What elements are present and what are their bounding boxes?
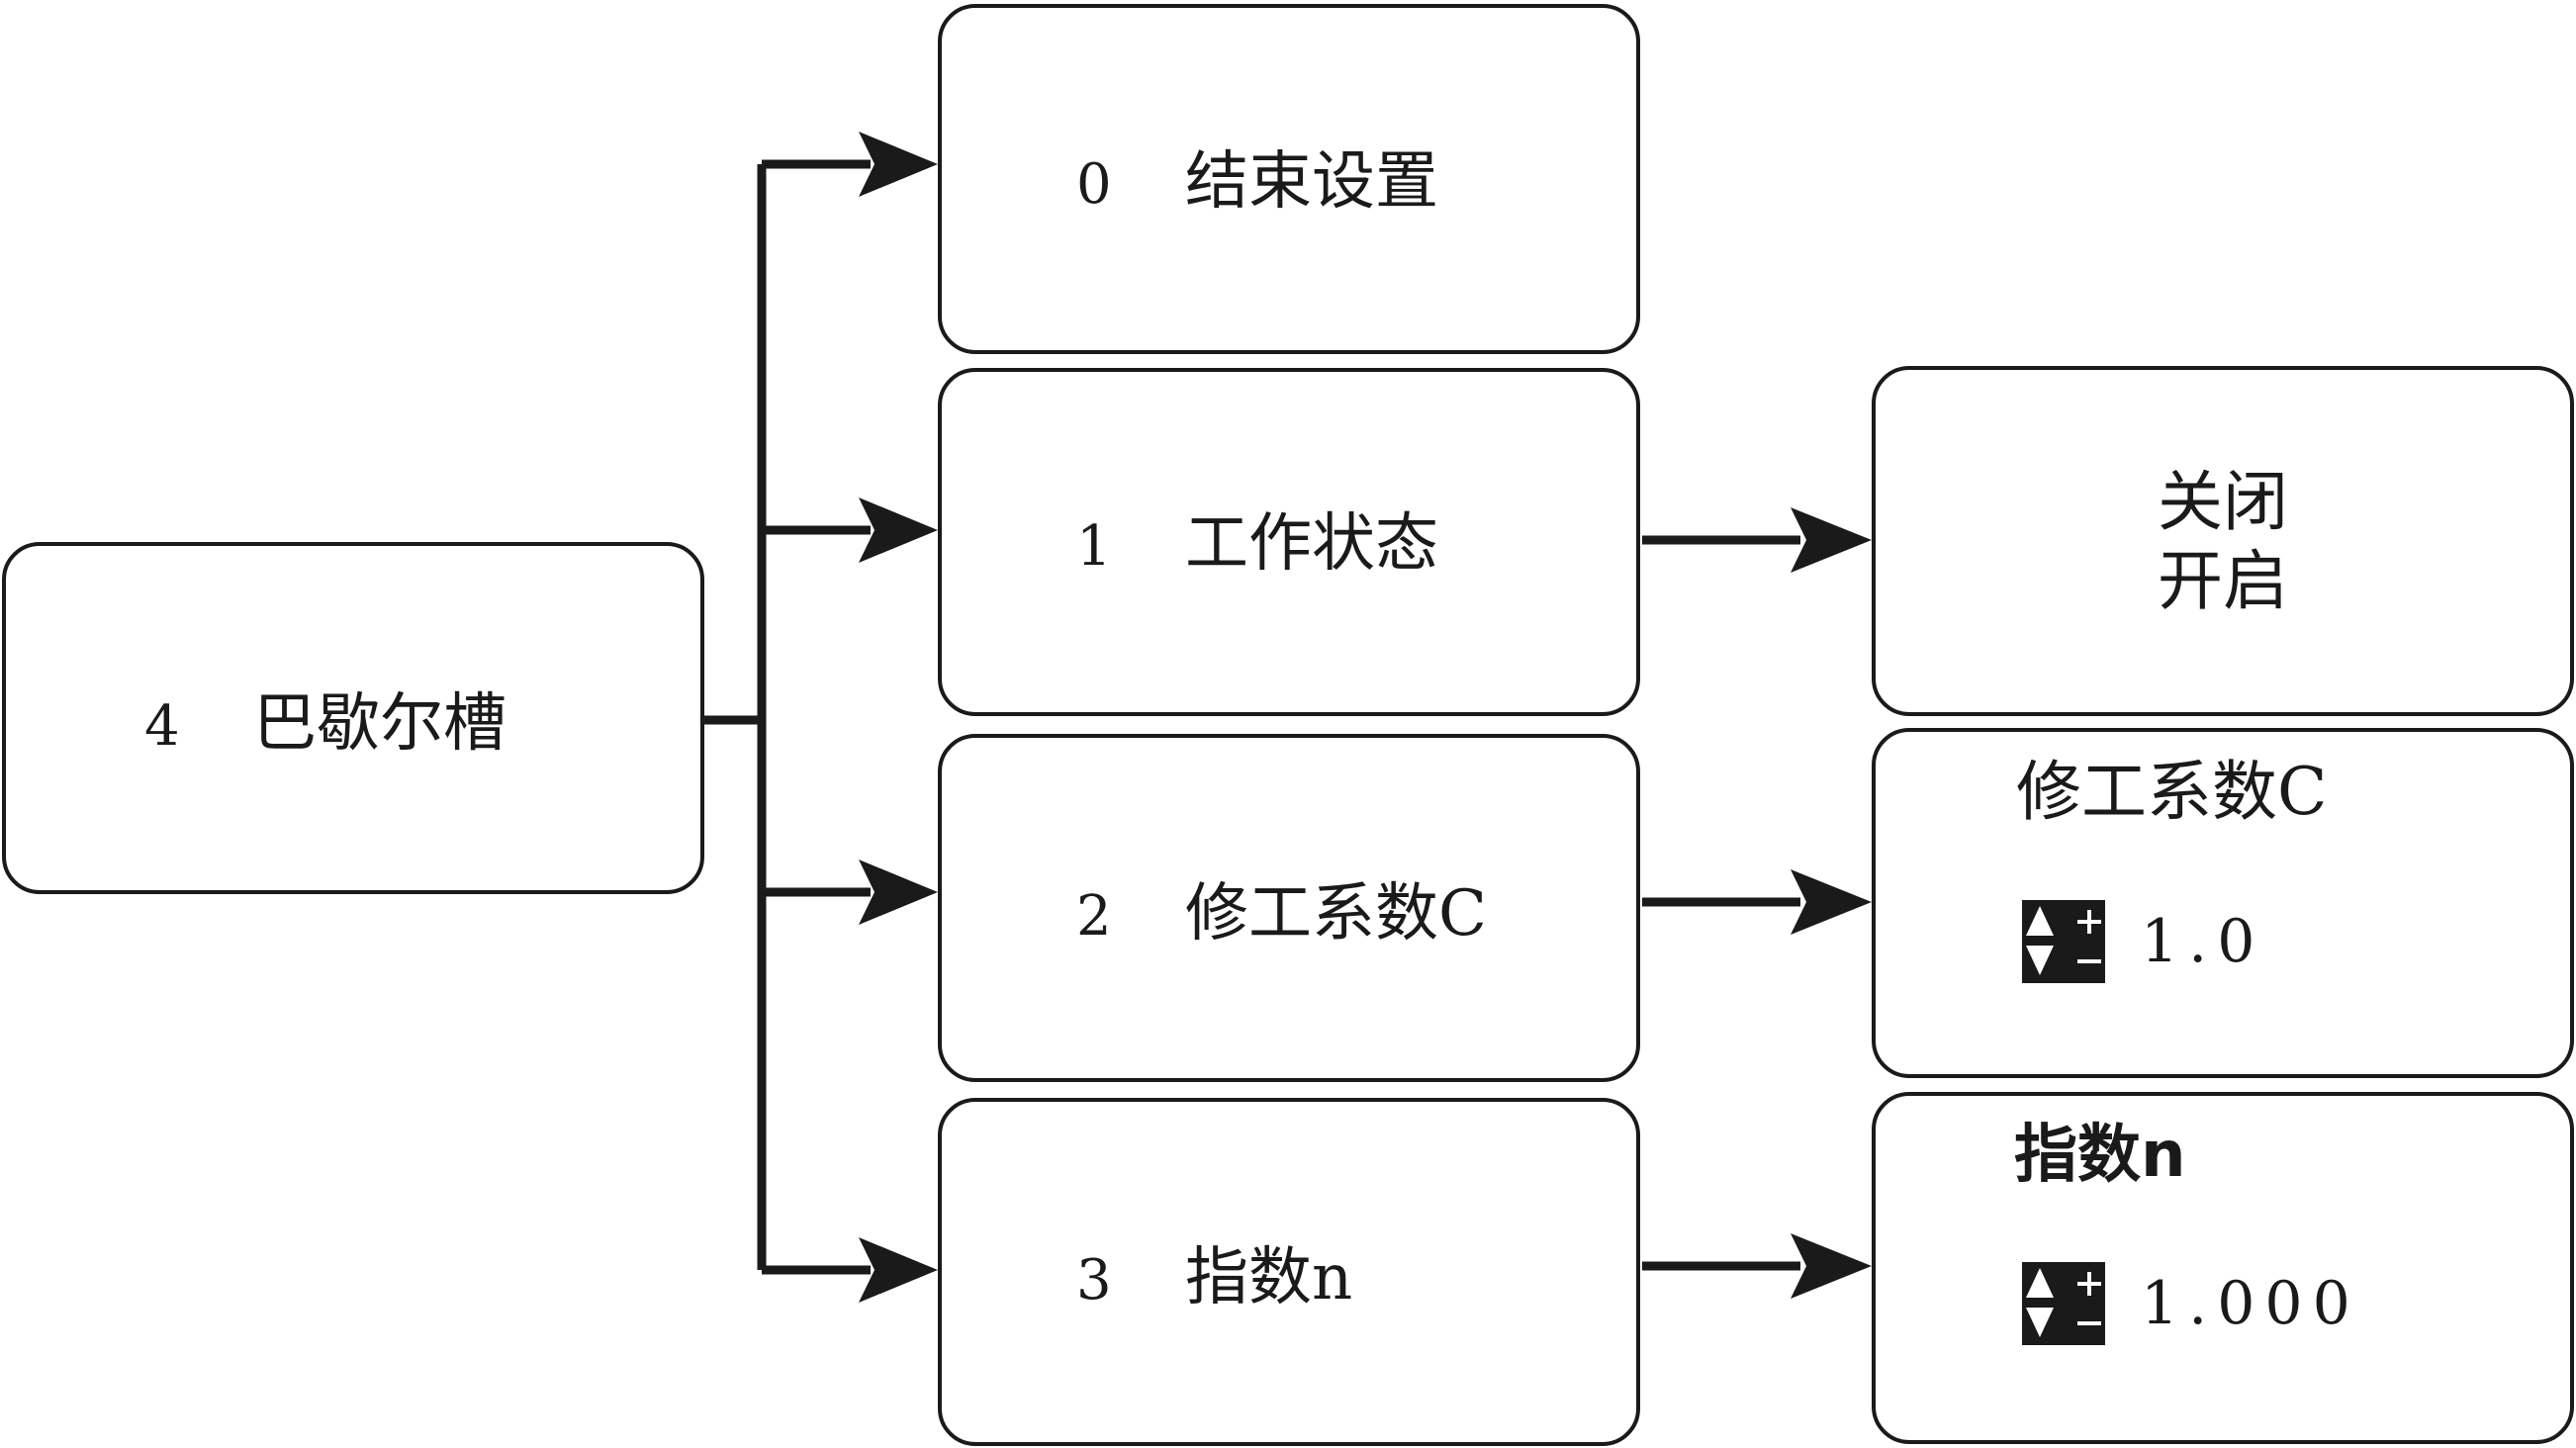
arrow-head xyxy=(859,1237,938,1303)
menu-item-title: 指数n xyxy=(1185,1241,1353,1314)
arrow-head xyxy=(1791,869,1872,935)
status-option-off[interactable]: 关闭 xyxy=(2158,464,2288,540)
menu-item-number: 0 xyxy=(1076,152,1112,217)
exponent-editor-title: 指数n xyxy=(2014,1119,2186,1192)
arrow-head xyxy=(859,860,938,925)
menu-item-title: 修工系数C xyxy=(1185,877,1487,950)
menu-item-title: 工作状态 xyxy=(1185,507,1438,581)
menu-item-number: 3 xyxy=(1076,1248,1112,1312)
arrow-head xyxy=(859,498,938,563)
stepper-icon[interactable] xyxy=(2022,1262,2105,1345)
arrow-head xyxy=(1791,1233,1872,1299)
menu-item-work-status[interactable]: 1 工作状态 xyxy=(938,368,1640,716)
status-option-on[interactable]: 开启 xyxy=(2158,543,2288,619)
status-options-box: 关闭 开启 xyxy=(1872,366,2574,716)
root-menu-number: 4 xyxy=(144,694,180,759)
coefficient-editor-title: 修工系数C xyxy=(2016,754,2328,830)
menu-item-end-settings[interactable]: 0 结束设置 xyxy=(938,4,1640,354)
menu-item-number: 2 xyxy=(1076,884,1112,949)
exponent-editor-box: 指数n 1.000 xyxy=(1872,1092,2574,1444)
root-menu-title: 巴歇尔槽 xyxy=(253,687,506,761)
arrow-head xyxy=(859,132,938,197)
arrow-head xyxy=(1791,507,1872,573)
menu-item-correction-coefficient[interactable]: 2 修工系数C xyxy=(938,734,1640,1082)
root-menu-box[interactable]: 4 巴歇尔槽 xyxy=(2,542,704,894)
menu-item-number: 1 xyxy=(1076,514,1112,579)
coefficient-value[interactable]: 1.0 xyxy=(2141,907,2265,976)
exponent-value[interactable]: 1.000 xyxy=(2141,1269,2360,1338)
coefficient-editor-box: 修工系数C 1.0 xyxy=(1872,728,2574,1078)
stepper-icon[interactable] xyxy=(2022,900,2105,983)
menu-item-exponent[interactable]: 3 指数n xyxy=(938,1098,1640,1446)
menu-item-title: 结束设置 xyxy=(1185,145,1438,219)
